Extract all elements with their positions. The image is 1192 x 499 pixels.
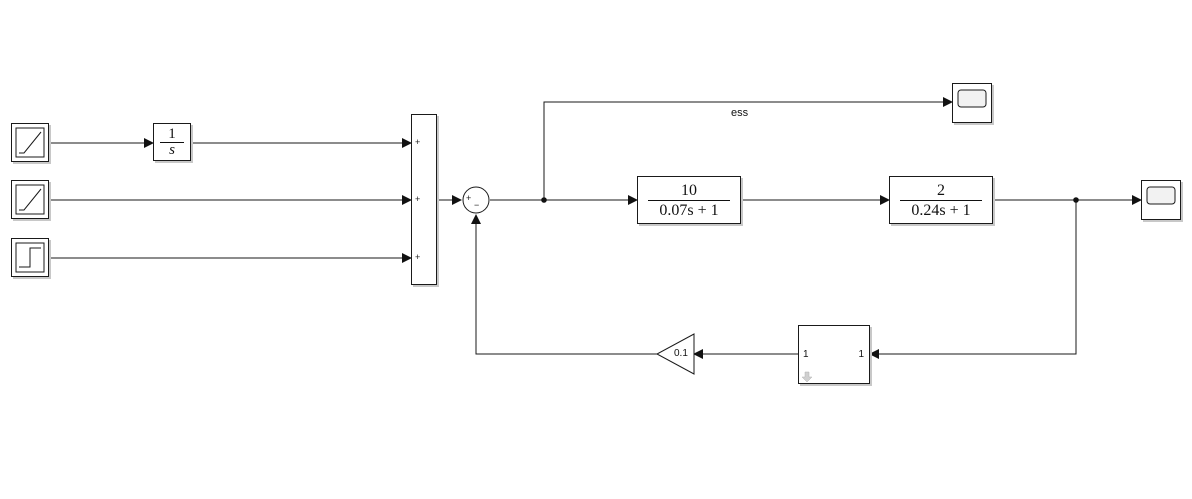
signal-output-to-subsystem[interactable] xyxy=(869,200,1077,359)
mux-block[interactable]: + + + xyxy=(411,114,437,285)
subsystem-out-port-label: 1 xyxy=(858,349,864,360)
tf1-fraction: 10 0.07s + 1 xyxy=(638,177,740,223)
signal-error-to-scope[interactable] xyxy=(543,97,953,200)
tf2-numerator: 2 xyxy=(937,181,945,199)
subsystem-in-port-label: 1 xyxy=(803,349,809,360)
sum-block[interactable] xyxy=(462,186,490,214)
tf2-fraction: 2 0.24s + 1 xyxy=(890,177,992,223)
scope-icon xyxy=(1146,186,1176,205)
ramp-icon xyxy=(15,127,45,158)
fraction-bar xyxy=(648,199,730,201)
integrator-block[interactable]: 1 s xyxy=(153,123,191,161)
integrator-denominator: s xyxy=(169,141,175,158)
integrator-numerator: 1 xyxy=(168,125,176,142)
mux-input-2-sign: + xyxy=(415,194,421,204)
scope-icon xyxy=(957,89,987,108)
fraction-bar xyxy=(160,141,184,143)
subsystem-block[interactable]: 1 1 xyxy=(798,325,870,384)
ramp-source-2[interactable] xyxy=(11,180,49,219)
step-icon xyxy=(15,242,45,273)
sum-plus-sign: + xyxy=(466,193,472,203)
ramp-source-1[interactable] xyxy=(11,123,49,162)
tf1-numerator: 10 xyxy=(681,181,697,199)
transfer-function-2[interactable]: 2 0.24s + 1 xyxy=(889,176,993,224)
mux-input-1-sign: + xyxy=(415,137,421,147)
fraction-bar xyxy=(900,199,982,201)
scope-output[interactable] xyxy=(1141,180,1181,220)
transfer-function-1[interactable]: 10 0.07s + 1 xyxy=(637,176,741,224)
error-signal-label: ess xyxy=(731,107,749,119)
integrator-fraction: 1 s xyxy=(154,124,190,160)
tf2-denominator: 0.24s + 1 xyxy=(911,201,971,219)
step-source[interactable] xyxy=(11,238,49,277)
gain-block[interactable] xyxy=(655,333,695,375)
ramp-icon xyxy=(15,184,45,215)
sum-minus-sign: − xyxy=(474,200,480,210)
tf1-denominator: 0.07s + 1 xyxy=(659,201,719,219)
gain-value: 0.1 xyxy=(674,348,688,359)
mux-input-3-sign: + xyxy=(415,252,421,262)
down-arrow-icon xyxy=(801,371,813,383)
signal-gain-to-sum[interactable] xyxy=(471,214,657,355)
scope-error[interactable] xyxy=(952,83,992,123)
branch-point-error xyxy=(541,197,547,203)
branch-point-output xyxy=(1073,197,1079,203)
